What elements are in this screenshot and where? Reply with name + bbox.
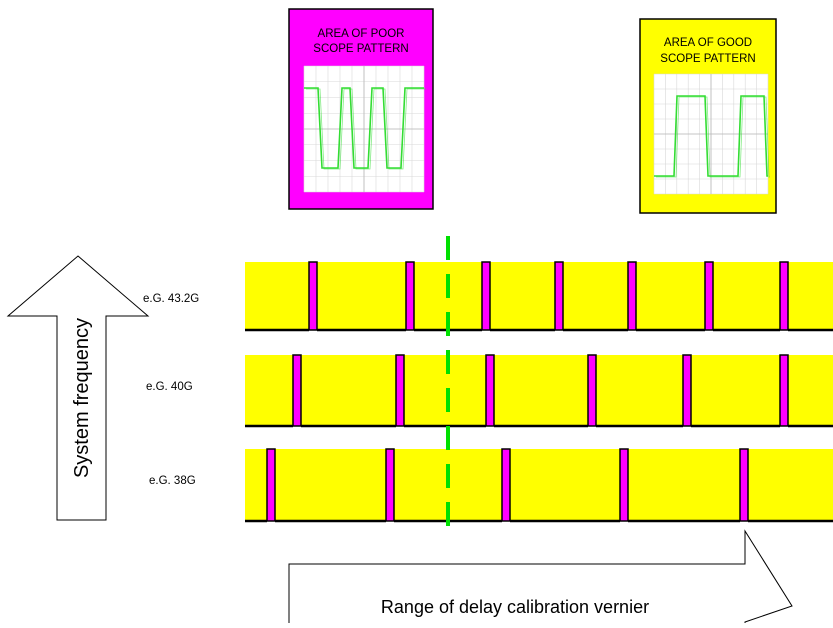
delay-range-label: Range of delay calibration vernier [381, 597, 649, 617]
pulse-group [245, 261, 833, 332]
band-background [245, 355, 833, 426]
right-arrow-icon [288, 529, 793, 628]
timing-band-43-2g [245, 261, 833, 332]
timing-band-38g [245, 448, 833, 523]
good-card-title-line2: SCOPE PATTERN [660, 53, 755, 65]
pulse-mark [779, 261, 789, 331]
system-frequency-arrow: System frequency [6, 255, 150, 521]
delay-range-arrow: Range of delay calibration vernier [288, 529, 793, 628]
row-label-40g: e.G. 40G [146, 381, 193, 393]
pulse-mark [405, 261, 415, 331]
pulse-mark [704, 261, 714, 331]
pulse-mark [587, 354, 597, 427]
pulse-mark [739, 448, 749, 522]
pulse-mark [627, 261, 637, 331]
poor-scope-card: AREA OF POOR SCOPE PATTERN [288, 8, 434, 210]
pulse-mark [385, 448, 395, 522]
pulse-group [245, 354, 833, 428]
pulse-mark [554, 261, 564, 331]
pulse-mark [308, 261, 318, 331]
system-frequency-label: System frequency [71, 318, 93, 478]
row-label-38g: e.G. 38G [149, 475, 196, 487]
pulse-mark [266, 448, 276, 522]
pulse-group [245, 448, 833, 523]
pulse-mark [292, 354, 302, 427]
pulse-mark [501, 448, 511, 522]
scope-trace [304, 87, 424, 169]
poor-card-title-line2: SCOPE PATTERN [313, 43, 408, 55]
timing-band-40g [245, 354, 833, 428]
band-background [245, 449, 833, 521]
good-card-title-line1: AREA OF GOOD [664, 37, 752, 49]
good-scope-screen [653, 73, 770, 195]
up-arrow-icon [6, 255, 150, 521]
pulse-mark [395, 354, 405, 427]
band-background [245, 262, 833, 330]
scope-trace-jitter [306, 88, 426, 170]
poor-card-title-line1: AREA OF POOR [318, 28, 405, 40]
scope-trace [654, 95, 768, 177]
pulse-mark [619, 448, 629, 522]
poor-scope-screen [303, 65, 426, 193]
pulse-mark [481, 261, 491, 331]
scope-trace-jitter [656, 96, 770, 178]
pulse-mark [485, 354, 495, 427]
pulse-mark [682, 354, 692, 427]
pulse-mark [779, 354, 789, 427]
row-label-43-2g: e.G. 43.2G [143, 293, 199, 305]
good-scope-card: AREA OF GOOD SCOPE PATTERN [639, 18, 777, 214]
